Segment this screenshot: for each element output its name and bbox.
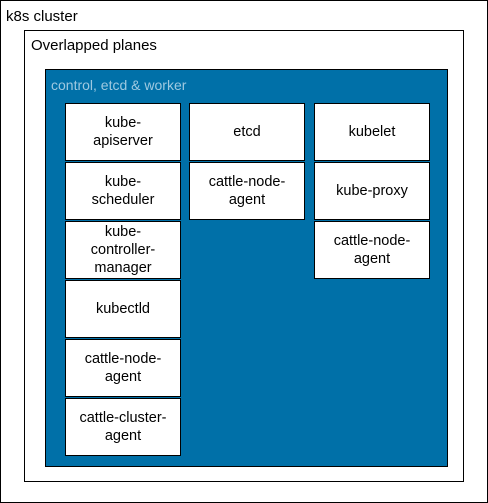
kubectld-box: kubectld <box>65 280 181 338</box>
cattle-cluster-agent-box: cattle-cluster- agent <box>65 398 181 456</box>
cattle-node-agent-box: cattle-node- agent <box>65 339 181 397</box>
worker-cattle-node-agent-box: cattle-node- agent <box>314 221 430 279</box>
etcd-box: etcd <box>189 103 305 161</box>
k8s-cluster-title: k8s cluster <box>6 8 78 25</box>
kube-scheduler-box: kube- scheduler <box>65 162 181 220</box>
overlapped-planes-title: Overlapped planes <box>31 37 157 54</box>
etcd-cattle-node-agent-box: cattle-node- agent <box>189 162 305 220</box>
kubelet-box: kubelet <box>314 103 430 161</box>
kube-proxy-box: kube-proxy <box>314 162 430 220</box>
kube-controller-manager-box: kube- controller- manager <box>65 221 181 279</box>
plane-title: control, etcd & worker <box>51 77 187 93</box>
kube-apiserver-box: kube- apiserver <box>65 103 181 161</box>
